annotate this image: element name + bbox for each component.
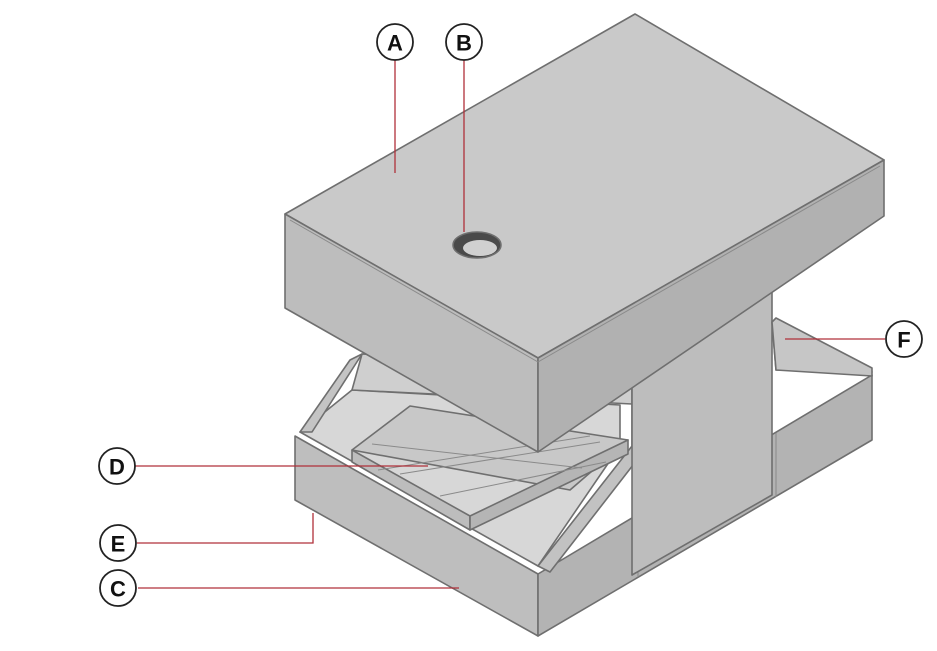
leader-lines: [135, 60, 885, 589]
insert-rail-right: [469, 439, 629, 531]
part-f-back: [771, 317, 873, 377]
callout-a: A: [376, 23, 414, 61]
callout-d-label: D: [109, 455, 125, 480]
part-d-insert: [351, 405, 629, 531]
leader-e: [137, 513, 314, 544]
top-plate-side: [537, 159, 885, 453]
callout-f-label: F: [897, 328, 910, 353]
callout-d: D: [98, 447, 136, 485]
callout-e-label: E: [111, 532, 126, 557]
callout-b-label: B: [456, 31, 472, 56]
callout-c-label: C: [110, 577, 126, 602]
callout-f: F: [885, 320, 923, 358]
callout-b: B: [445, 23, 483, 61]
callout-e: E: [99, 524, 137, 562]
callout-a-label: A: [387, 31, 403, 56]
callout-c: C: [99, 569, 137, 607]
top-plate: [284, 13, 885, 453]
